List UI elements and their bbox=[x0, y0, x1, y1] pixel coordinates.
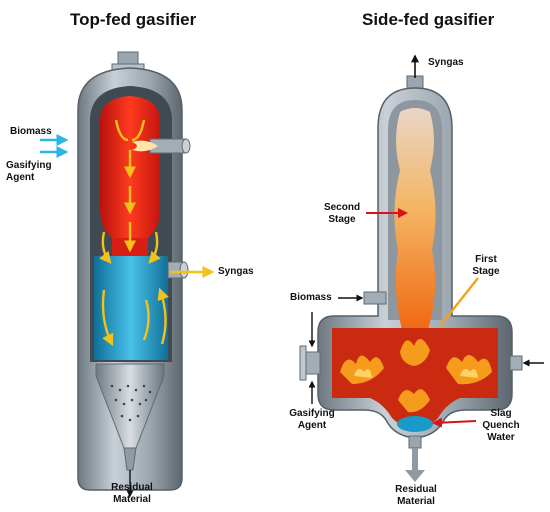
label-first-line: First bbox=[475, 254, 497, 265]
label-agent-line-right: Agent bbox=[297, 420, 327, 431]
label-agent-line: Agent bbox=[6, 172, 35, 183]
flame-cores bbox=[354, 368, 478, 378]
label-material-line-right: Material bbox=[397, 496, 435, 507]
label-gasifying-line: Gasifying bbox=[6, 160, 52, 171]
first-stage-pointer bbox=[439, 277, 479, 327]
label-material-line: Material bbox=[113, 494, 151, 505]
quench-chamber bbox=[94, 256, 168, 360]
slag-quench-water bbox=[397, 416, 433, 432]
biomass-feed-nozzle bbox=[363, 291, 387, 305]
label-slag-line: Slag bbox=[490, 408, 512, 419]
label-stage-line: Stage bbox=[328, 214, 356, 225]
label-syngas-left: Syngas bbox=[218, 266, 254, 277]
flame-icon bbox=[132, 140, 158, 152]
title-top-fed: Top-fed gasifier bbox=[70, 10, 197, 29]
label-second-line: Second bbox=[323, 202, 361, 213]
top-fed-gasifier bbox=[40, 51, 215, 498]
second-stage-plume bbox=[394, 108, 436, 330]
label-residual-right: Residual Material bbox=[388, 484, 444, 508]
label-water-line: Water bbox=[487, 432, 515, 443]
label-residual-line: Residual bbox=[111, 482, 153, 493]
first-stage-chamber bbox=[332, 328, 498, 428]
label-gasifying-agent-left: Gasifying Agent bbox=[6, 160, 52, 184]
label-biomass-right: Biomass bbox=[290, 292, 332, 303]
label-slag-quench-water: Slag Quench Water bbox=[478, 408, 524, 444]
label-residual-left: Residual Material bbox=[104, 482, 160, 506]
label-residual-line-right: Residual bbox=[395, 484, 437, 495]
flow-arrows bbox=[99, 119, 215, 347]
label-gasifying-agent-right: Gasifying Agent bbox=[284, 408, 340, 432]
label-second-stage: Second Stage bbox=[318, 202, 366, 226]
title-side-fed: Side-fed gasifier bbox=[362, 10, 495, 29]
label-syngas-right: Syngas bbox=[428, 57, 464, 68]
label-quench-line: Quench bbox=[482, 420, 520, 431]
right-agent-nozzle bbox=[509, 355, 523, 371]
label-gasifying-line-right: Gasifying bbox=[289, 408, 335, 419]
slag-pointer bbox=[432, 417, 477, 428]
label-first-stage-line: Stage bbox=[472, 266, 500, 277]
cone-perforations bbox=[110, 384, 152, 422]
side-fed-gasifier bbox=[299, 54, 544, 482]
flame-icon bbox=[340, 338, 492, 413]
label-first-stage: First Stage bbox=[466, 254, 506, 278]
label-biomass-left: Biomass bbox=[10, 126, 52, 137]
